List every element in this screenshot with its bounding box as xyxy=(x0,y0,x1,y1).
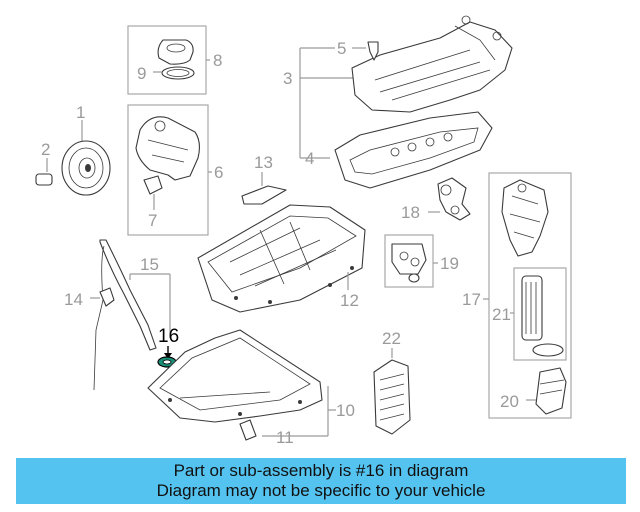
callout-17: 17 xyxy=(462,290,481,309)
oil-filler-cap-group: 8 9 xyxy=(127,25,222,95)
dipstick-group: 14 15 16 xyxy=(64,239,179,391)
group-box-6 xyxy=(127,104,209,236)
group-box-19 xyxy=(384,234,434,288)
valve-cover-group: 3 4 5 xyxy=(283,15,513,189)
group-box-21 xyxy=(513,267,567,361)
drain-plug-part xyxy=(239,419,257,441)
callout-13: 13 xyxy=(254,153,273,172)
callout-9: 9 xyxy=(137,64,146,83)
oil-filter-group: 17 21 20 xyxy=(462,172,572,419)
filter-seal-part xyxy=(532,343,564,357)
callout-18: 18 xyxy=(401,203,420,222)
callout-2: 2 xyxy=(41,140,50,159)
callout-20: 20 xyxy=(500,392,519,411)
group-box-17 xyxy=(488,172,572,419)
oil-baffle-group: 13 xyxy=(241,153,287,205)
callout-12: 12 xyxy=(340,291,359,310)
oil-line-group: 18 xyxy=(401,177,471,222)
sensor-gasket-part xyxy=(391,243,427,275)
callout-19: 19 xyxy=(440,254,459,273)
timing-cover-part xyxy=(135,116,201,181)
callout-4: 4 xyxy=(305,149,314,168)
callout-10: 10 xyxy=(336,401,355,420)
callout-6: 6 xyxy=(214,163,223,182)
callout-11: 11 xyxy=(276,428,294,447)
cap-seal-part xyxy=(161,66,195,80)
oil-baffle-part xyxy=(241,185,287,205)
valve-cover-gasket-part xyxy=(334,111,493,189)
banner-line-1: Part or sub-assembly is #16 in diagram xyxy=(173,461,469,480)
callout-15: 15 xyxy=(140,255,159,274)
timing-cover-group: 6 7 xyxy=(127,104,223,236)
sensor-group: 19 xyxy=(384,234,459,288)
valve-cover-bolt-part xyxy=(367,41,379,61)
oil-cooler-group: 22 xyxy=(373,329,411,435)
callout-5: 5 xyxy=(337,39,346,58)
timing-cover-plug-part xyxy=(143,175,163,195)
callout-1: 1 xyxy=(76,103,85,122)
callout-22: 22 xyxy=(382,329,401,348)
upper-oil-pan-group: 12 xyxy=(197,204,366,313)
parts-diagram: 8 9 1 2 6 7 xyxy=(35,15,572,447)
crank-pulley-group: 1 2 xyxy=(35,103,111,196)
filter-cap-part xyxy=(535,367,567,415)
sensor-seal-part xyxy=(408,273,420,283)
pulley-bolt-part xyxy=(35,173,53,186)
callout-7: 7 xyxy=(148,211,157,230)
dipstick-tube-part xyxy=(99,239,157,351)
upper-oil-pan-part xyxy=(197,204,366,313)
filter-element-part xyxy=(521,275,543,341)
valve-cover-part xyxy=(351,21,513,113)
callout-3: 3 xyxy=(283,69,292,88)
callout-16: 16 xyxy=(158,326,179,347)
banner-line-2: Diagram may not be specific to your vehi… xyxy=(156,481,486,500)
callout-14: 14 xyxy=(64,290,83,309)
lower-oil-pan-part xyxy=(147,329,323,423)
oil-line-fitting-part xyxy=(437,177,471,221)
callout-21: 21 xyxy=(492,305,511,324)
info-banner: Part or sub-assembly is #16 in diagram D… xyxy=(16,458,626,504)
lower-oil-pan-group: 10 11 xyxy=(147,329,355,447)
dipstick-handle-part xyxy=(99,287,115,307)
callout-8: 8 xyxy=(213,51,222,70)
